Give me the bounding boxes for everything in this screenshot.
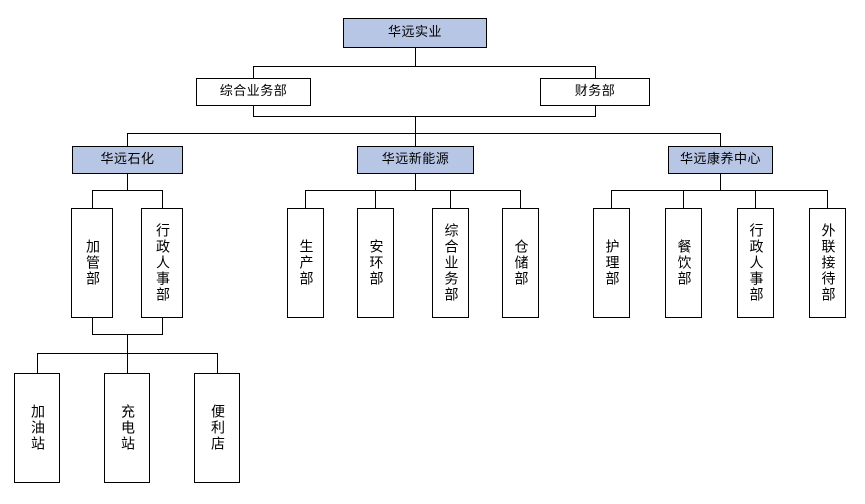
node-xny-dept-zonghe-yewu[interactable]: 综合业务部 [432, 208, 469, 318]
connector-xny-drop-3 [450, 190, 451, 208]
node-ky-dept-canyin[interactable]: 餐饮部 [665, 208, 702, 318]
connector-shihua-dept-out-1 [92, 318, 93, 335]
connector-shihua-dept-out-2 [162, 318, 163, 335]
node-ky-dept-xingzheng-renshi[interactable]: 行政人事部 [737, 208, 774, 318]
connector-shihua-down [127, 174, 128, 191]
node-ky-dept-wailian-jiedai[interactable]: 外联接待部 [809, 208, 846, 318]
node-xny-dept-zonghe-yewu-label: 综合业务部 [442, 223, 459, 303]
connector-staff-drop-2 [595, 66, 596, 78]
node-staff-caiwu[interactable]: 财务部 [540, 78, 650, 106]
node-ky-dept-canyin-label: 餐饮部 [675, 239, 692, 287]
node-staff-zonghe-yewu[interactable]: 综合业务部 [196, 78, 311, 106]
node-xny-dept-cangchu[interactable]: 仓储部 [502, 208, 539, 318]
connector-root-down [415, 48, 416, 66]
node-xny-dept-anhuan[interactable]: 安环部 [357, 208, 394, 318]
connector-outlet-drop-2 [127, 353, 128, 373]
node-shihua-dept-jiaguan-label: 加管部 [84, 239, 100, 287]
node-outlet-jiayouzhan[interactable]: 加油站 [14, 373, 60, 483]
connector-kangyang-down [720, 174, 721, 191]
connector-staff-merge-bar [253, 116, 596, 117]
connector-division-drop-1 [127, 133, 128, 146]
node-division-kangyang-label: 华远康养中心 [679, 152, 761, 168]
node-division-shihua[interactable]: 华远石化 [72, 146, 183, 174]
connector-divisions-down [415, 116, 416, 134]
node-ky-dept-huli-label: 护理部 [603, 239, 620, 287]
node-root[interactable]: 华远实业 [343, 18, 487, 48]
connector-xinnengyuan-down [415, 174, 416, 191]
connector-staff-out-2 [595, 106, 596, 117]
connector-outlets-down [127, 334, 128, 354]
connector-ky-drop-3 [755, 190, 756, 208]
connector-xinnengyuan-bar [305, 190, 521, 191]
connector-ky-drop-1 [611, 190, 612, 208]
connector-shihua-drop-2 [162, 190, 163, 208]
node-root-label: 华远实业 [387, 25, 442, 41]
connector-division-drop-2 [415, 133, 416, 146]
node-division-shihua-label: 华远石化 [100, 152, 155, 168]
connector-division-drop-3 [720, 133, 721, 146]
node-shihua-dept-xingzheng-renshi[interactable]: 行政人事部 [141, 208, 183, 318]
node-xny-dept-anhuan-label: 安环部 [367, 239, 384, 287]
connector-xny-drop-4 [520, 190, 521, 208]
connector-shihua-drop-1 [92, 190, 93, 208]
node-outlet-chongdianzhan[interactable]: 充电站 [104, 373, 150, 483]
node-division-kangyang[interactable]: 华远康养中心 [668, 146, 773, 174]
node-outlet-bianlidian-label: 便利店 [209, 404, 225, 452]
node-outlet-bianlidian[interactable]: 便利店 [194, 373, 240, 483]
connector-xny-drop-1 [305, 190, 306, 208]
connector-staff-bar [253, 66, 596, 67]
node-shihua-dept-xingzheng-renshi-label: 行政人事部 [154, 223, 170, 303]
node-ky-dept-wailian-jiedai-label: 外联接待部 [819, 223, 836, 303]
connector-staff-out-1 [253, 106, 254, 117]
connector-shihua-bar [92, 190, 163, 191]
node-division-xinnengyuan-label: 华远新能源 [381, 152, 450, 168]
connector-xny-drop-2 [375, 190, 376, 208]
connector-kangyang-bar [611, 190, 828, 191]
node-staff-caiwu-label: 财务部 [574, 84, 616, 100]
node-xny-dept-shengchan[interactable]: 生产部 [287, 208, 324, 318]
node-xny-dept-cangchu-label: 仓储部 [512, 239, 529, 287]
connector-divisions-bar [127, 133, 721, 134]
node-xny-dept-shengchan-label: 生产部 [297, 239, 314, 287]
node-outlet-chongdianzhan-label: 充电站 [119, 404, 135, 452]
node-division-xinnengyuan[interactable]: 华远新能源 [357, 146, 474, 174]
connector-outlet-drop-3 [217, 353, 218, 373]
node-ky-dept-huli[interactable]: 护理部 [593, 208, 630, 318]
node-staff-zonghe-yewu-label: 综合业务部 [219, 84, 288, 100]
connector-outlet-drop-1 [37, 353, 38, 373]
node-ky-dept-xingzheng-renshi-label: 行政人事部 [747, 223, 764, 303]
connector-staff-drop-1 [253, 66, 254, 78]
connector-ky-drop-4 [827, 190, 828, 208]
node-shihua-dept-jiaguan[interactable]: 加管部 [71, 208, 113, 318]
connector-ky-drop-2 [683, 190, 684, 208]
node-outlet-jiayouzhan-label: 加油站 [29, 404, 45, 452]
